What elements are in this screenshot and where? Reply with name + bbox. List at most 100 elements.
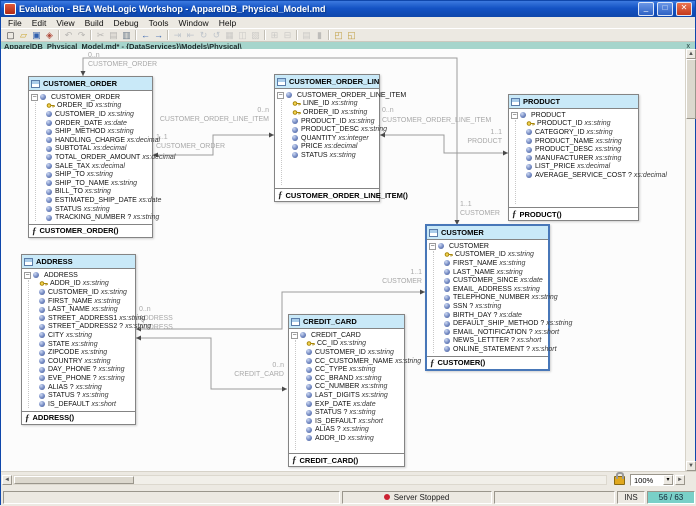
connector-line-item-to-product[interactable] [380, 132, 508, 156]
undo-icon[interactable]: ↶ [64, 29, 73, 40]
menu-file[interactable]: File [8, 17, 22, 28]
window-grid-icon[interactable]: ▦ [225, 29, 234, 40]
build-icon[interactable]: ▮ [317, 29, 322, 40]
scroll-up-icon[interactable]: ▲ [686, 49, 696, 59]
menu-tools[interactable]: Tools [148, 17, 169, 28]
entity-root-row[interactable]: −ADDRESS [22, 271, 135, 280]
entity-field-row[interactable]: ALIAS ?xs:string [22, 383, 135, 392]
minimize-button[interactable]: _ [638, 2, 654, 16]
collapse-icon[interactable]: − [429, 242, 436, 250]
horizontal-scrollbar[interactable] [13, 475, 607, 485]
palette-icon[interactable]: ▤ [302, 29, 311, 40]
save-icon[interactable]: ▣ [32, 29, 41, 40]
memory-counter-badge[interactable]: 56 / 63 [647, 490, 695, 504]
server-status-segment[interactable]: Server Stopped [341, 490, 492, 504]
refresh-icon[interactable]: ↻ [199, 29, 208, 40]
window-cascade-icon[interactable]: ▧ [251, 29, 260, 40]
window-split-icon[interactable]: ◫ [238, 29, 247, 40]
rollback-icon[interactable]: ↺ [212, 29, 221, 40]
start-server-icon[interactable]: ◰ [334, 29, 343, 40]
entity-field-row[interactable]: EVE_PHONE ?xs:string [22, 374, 135, 383]
entity-root-row[interactable]: −CUSTOMER_ORDER_LINE_ITEM [275, 91, 406, 100]
collapse-icon[interactable]: − [24, 271, 31, 279]
entity-header[interactable]: PRODUCT [509, 95, 638, 109]
entity-field-row[interactable]: SSN ?xs:string [427, 302, 548, 311]
collapse-icon[interactable]: − [277, 91, 284, 99]
scroll-left-icon[interactable]: ◄ [2, 475, 12, 485]
entity-field-row[interactable]: DAY_PHONE ?xs:string [22, 366, 135, 375]
document-tab-label[interactable]: ApparelDB_Physical_Model.md* - {DataServ… [4, 42, 242, 51]
entity-field-row[interactable]: ALIAS ?xs:string [289, 426, 404, 435]
entity-field-row[interactable]: DEFAULT_SHIP_METHOD ?xs:string [427, 319, 572, 328]
horizontal-scroll-thumb[interactable] [14, 476, 134, 484]
entity-root-row[interactable]: −PRODUCT [509, 111, 638, 120]
deploy-icon[interactable]: ◱ [347, 29, 356, 40]
redo-icon[interactable]: ↷ [77, 29, 86, 40]
entity-root-row[interactable]: −CUSTOMER_ORDER [29, 93, 152, 102]
entity-header[interactable]: CUSTOMER [427, 226, 548, 240]
entity-field-row[interactable]: BIRTH_DAY ?xs:date [427, 311, 548, 320]
new-file-icon[interactable]: ▢ [6, 29, 15, 40]
open-folder-icon[interactable]: ▱ [20, 29, 27, 40]
navigate-back-icon[interactable]: ← [141, 29, 150, 40]
entity-header[interactable]: ADDRESS [22, 255, 135, 269]
entity-customer-order-line-item[interactable]: CUSTOMER_ORDER_LIN...−CUSTOMER_ORDER_LIN… [274, 74, 408, 202]
menu-debug[interactable]: Debug [113, 17, 139, 28]
connector-address-to-credit-card[interactable] [136, 335, 287, 392]
menu-window[interactable]: Window [178, 17, 209, 28]
vertical-scroll-thumb[interactable] [686, 59, 696, 119]
entity-field-row[interactable]: STREET_ADDRESS2 ?xs:string [22, 323, 151, 332]
entity-field-row[interactable]: STATUS ?xs:string [22, 391, 135, 400]
entity-field-row[interactable]: AVERAGE_SERVICE_COST ?xs:decimal [509, 171, 667, 180]
paste-icon[interactable]: ▥ [122, 29, 131, 40]
collapse-icon[interactable]: − [291, 331, 298, 339]
entity-header[interactable]: CUSTOMER_ORDER [29, 77, 152, 91]
tab-close-icon[interactable]: x [686, 42, 691, 50]
close-button[interactable]: ✕ [676, 2, 692, 16]
collapse-all-icon[interactable]: ⊟ [283, 29, 292, 40]
scroll-right-icon[interactable]: ► [675, 475, 685, 485]
step-out-icon[interactable]: ⇤ [186, 29, 195, 40]
app-properties-icon[interactable]: ◈ [46, 29, 53, 40]
connector-customer-to-customer-order[interactable] [80, 57, 460, 225]
